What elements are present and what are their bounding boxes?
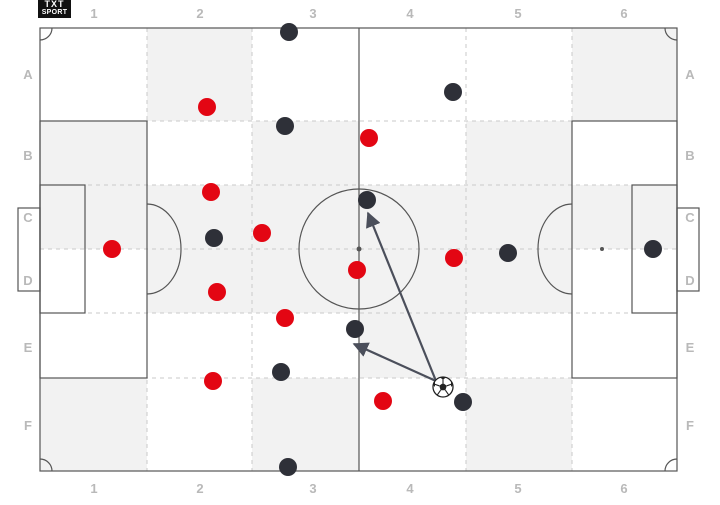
goal-right — [676, 207, 700, 292]
dark-team — [205, 23, 662, 476]
row-label-left: E — [23, 340, 33, 355]
penalty-spot-right — [600, 247, 604, 251]
brand-mark: TXT — [44, 0, 65, 9]
row-label-right: A — [685, 67, 695, 82]
red-player — [208, 283, 226, 301]
soccer-ball-icon — [432, 376, 454, 398]
red-player — [276, 309, 294, 327]
col-label-bottom: 4 — [406, 481, 414, 496]
row-label-left: D — [23, 273, 33, 288]
dark-player — [444, 83, 462, 101]
dark-player — [205, 229, 223, 247]
center-spot — [356, 246, 362, 252]
col-label-bottom: 6 — [620, 481, 628, 496]
col-label-bottom: 1 — [90, 481, 98, 496]
dark-player — [346, 320, 364, 338]
row-label-right: F — [686, 418, 694, 433]
corner-arc-br — [664, 458, 678, 472]
red-player — [445, 249, 463, 267]
red-player — [360, 129, 378, 147]
pass-arrow-long — [366, 211, 438, 382]
dark-player — [499, 244, 517, 262]
row-label-right: B — [685, 148, 695, 163]
dark-player — [280, 23, 298, 41]
col-label-top: 5 — [514, 6, 522, 21]
penalty-arc-right — [537, 203, 573, 295]
corner-arc-bl — [39, 458, 53, 472]
red-player — [202, 183, 220, 201]
dark-player — [272, 363, 290, 381]
col-label-top: 2 — [196, 6, 204, 21]
col-label-top: 4 — [406, 6, 414, 21]
red-player — [253, 224, 271, 242]
penalty-arc-left — [146, 203, 182, 295]
dark-player — [644, 240, 662, 258]
row-label-left: A — [23, 67, 33, 82]
red-player — [198, 98, 216, 116]
col-label-bottom: 5 — [514, 481, 522, 496]
row-label-right: C — [685, 210, 695, 225]
dark-player — [358, 191, 376, 209]
red-player — [348, 261, 366, 279]
pass-arrow-short — [352, 342, 437, 383]
col-label-top: 3 — [309, 6, 317, 21]
center-circle — [298, 188, 420, 310]
row-label-left: F — [24, 418, 32, 433]
corner-arc-tr — [664, 27, 678, 41]
brand-word: SPORT — [41, 9, 68, 16]
row-label-right: D — [685, 273, 695, 288]
goal-left — [17, 207, 41, 292]
red-team — [103, 98, 463, 410]
col-label-bottom: 3 — [309, 481, 317, 496]
row-label-left: B — [23, 148, 33, 163]
red-player — [103, 240, 121, 258]
red-player — [204, 372, 222, 390]
pass-arrows — [352, 211, 438, 383]
col-label-bottom: 2 — [196, 481, 204, 496]
red-player — [374, 392, 392, 410]
dark-player — [279, 458, 297, 476]
row-label-right: E — [685, 340, 695, 355]
col-label-top: 6 — [620, 6, 628, 21]
dark-player — [276, 117, 294, 135]
row-label-left: C — [23, 210, 33, 225]
corner-arc-tl — [39, 27, 53, 41]
col-label-top: 1 — [90, 6, 98, 21]
dark-player — [454, 393, 472, 411]
brand-logo: TXT SPORT — [38, 0, 71, 18]
